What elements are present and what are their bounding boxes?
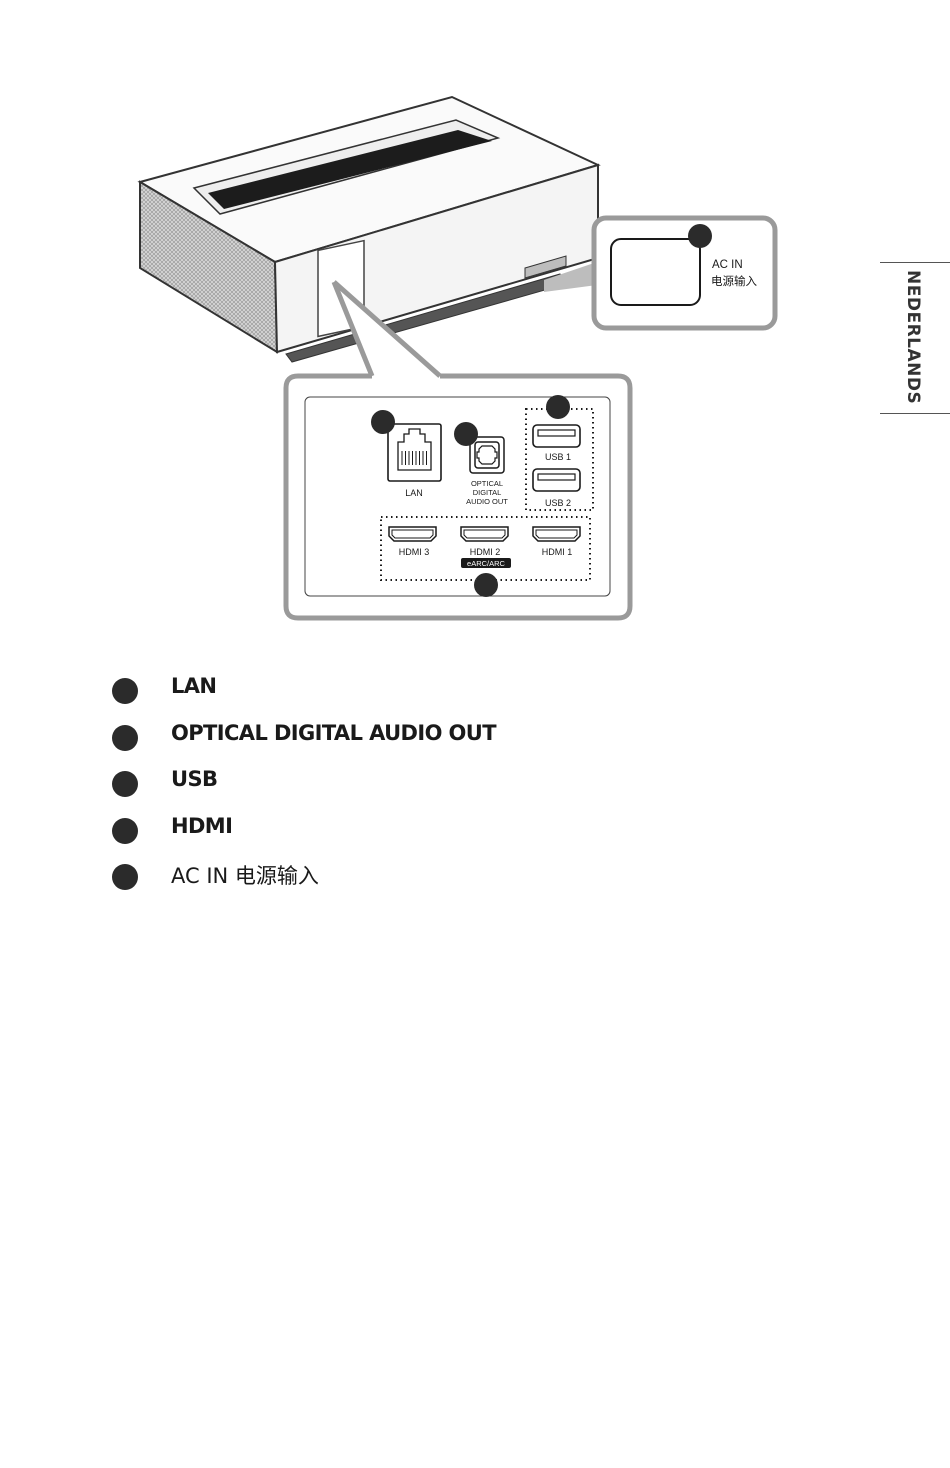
legend-bullet bbox=[112, 864, 138, 890]
legend-bullet bbox=[112, 771, 138, 797]
legend-item-lan: LAN bbox=[112, 672, 812, 719]
legend-label: LAN bbox=[171, 674, 216, 698]
ac-in-label: AC IN bbox=[712, 259, 743, 271]
legend-bullet bbox=[112, 678, 138, 704]
usb2-label: USB 2 bbox=[545, 498, 571, 508]
legend-item-usb: USB bbox=[112, 765, 812, 812]
usb-marker bbox=[546, 395, 570, 419]
hdmi2-badge-label: eARC/ARC bbox=[467, 559, 506, 568]
optical-label-line2: DIGITAL bbox=[473, 488, 502, 497]
legend-item-optical: OPTICAL DIGITAL AUDIO OUT bbox=[112, 719, 812, 766]
optical-marker bbox=[454, 422, 478, 446]
lan-marker bbox=[371, 410, 395, 434]
legend-label: HDMI bbox=[171, 814, 232, 838]
legend-label: OPTICAL DIGITAL AUDIO OUT bbox=[171, 721, 496, 745]
hdmi1-label: HDMI 1 bbox=[542, 547, 573, 557]
hdmi3-label: HDMI 3 bbox=[399, 547, 430, 557]
port-legend: LAN OPTICAL DIGITAL AUDIO OUT USB HDMI A… bbox=[112, 672, 812, 905]
hdmi2-label: HDMI 2 bbox=[470, 547, 501, 557]
legend-bullet bbox=[112, 725, 138, 751]
legend-label: USB bbox=[171, 767, 217, 791]
usb1-label: USB 1 bbox=[545, 452, 571, 462]
legend-item-hdmi: HDMI bbox=[112, 812, 812, 859]
projector-connection-diagram: AC IN 电源输入 LAN OPTICAL bbox=[0, 0, 950, 640]
hdmi-marker bbox=[474, 573, 498, 597]
optical-label-line1: OPTICAL bbox=[471, 479, 503, 488]
lan-port-label: LAN bbox=[405, 488, 423, 498]
optical-label-line3: AUDIO OUT bbox=[466, 497, 508, 506]
legend-label: AC IN 电源输入 bbox=[171, 860, 319, 890]
ac-in-label-cn: 电源输入 bbox=[711, 274, 757, 288]
language-side-tab-label: NEDERLANDS bbox=[903, 270, 923, 404]
legend-bullet bbox=[112, 818, 138, 844]
legend-item-ac-in: AC IN 电源输入 bbox=[112, 858, 812, 905]
ac-in-marker bbox=[688, 224, 712, 248]
